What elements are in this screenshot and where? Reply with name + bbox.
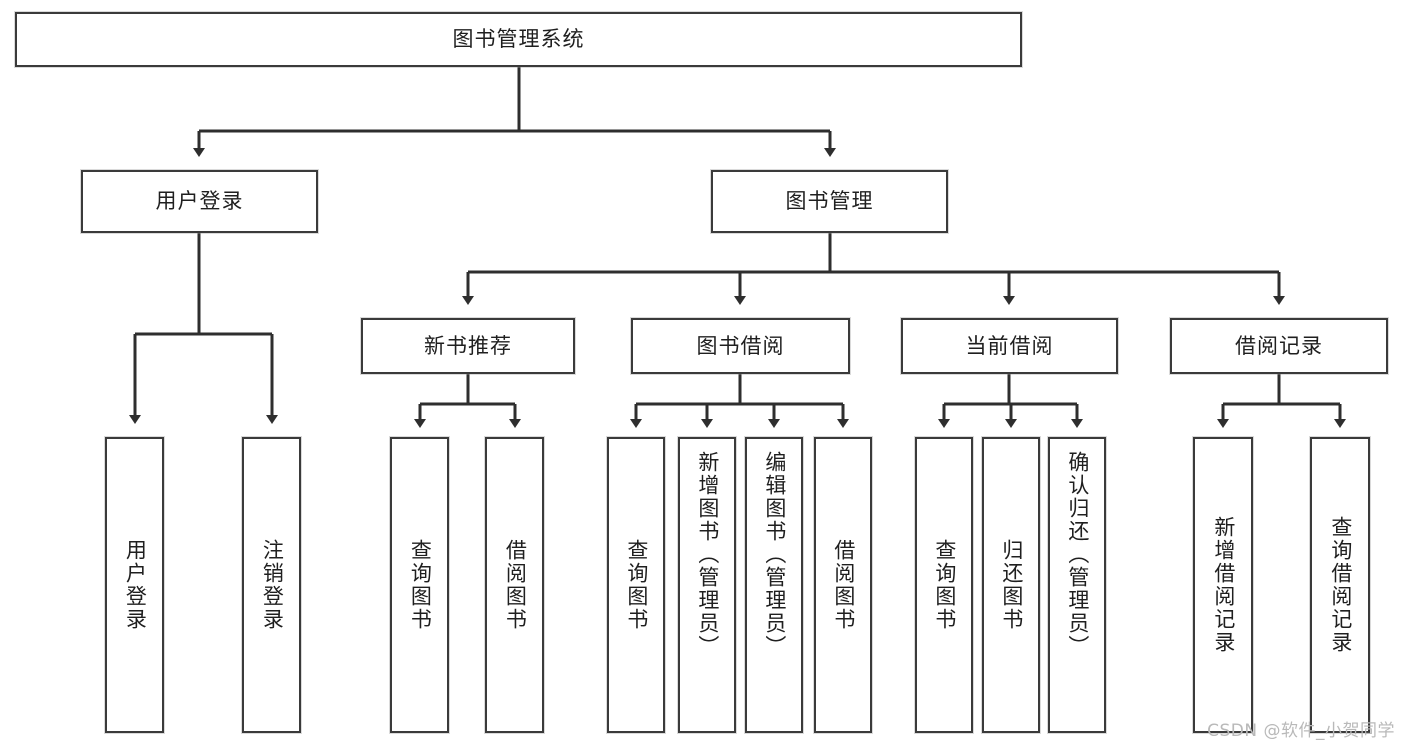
node-leaf-confirm-return-label: 确认归还（管理员） [1065,451,1090,658]
node-borrow-record-label: 借阅记录 [1235,333,1323,358]
node-user-login[interactable]: 用户登录 [81,170,318,233]
node-leaf-return-book-label: 归还图书 [999,539,1024,631]
node-root[interactable]: 图书管理系统 [15,12,1022,67]
node-leaf-query-book-3[interactable]: 查询图书 [915,437,973,733]
node-leaf-query-record[interactable]: 查询借阅记录 [1310,437,1370,733]
node-leaf-add-book-label: 新增图书（管理员） [695,451,720,658]
watermark-text: CSDN @软件_小贺同学 [1207,721,1395,741]
node-new-book-rec[interactable]: 新书推荐 [361,318,575,374]
node-leaf-logout-login-label: 注销登录 [260,539,285,631]
node-leaf-return-book[interactable]: 归还图书 [982,437,1040,733]
node-leaf-add-book[interactable]: 新增图书（管理员） [678,437,736,733]
node-new-book-rec-label: 新书推荐 [424,333,512,358]
node-leaf-edit-book-label: 编辑图书（管理员） [762,451,787,658]
node-borrow-record[interactable]: 借阅记录 [1170,318,1388,374]
node-book-borrow-label: 图书借阅 [696,333,785,358]
node-leaf-logout-login[interactable]: 注销登录 [242,437,301,733]
node-leaf-query-book-3-label: 查询图书 [932,539,957,631]
node-leaf-query-book-2-label: 查询图书 [624,539,649,631]
node-current-borrow[interactable]: 当前借阅 [901,318,1118,374]
node-root-label: 图书管理系统 [452,27,585,52]
node-leaf-query-book-1-label: 查询图书 [408,539,433,631]
node-leaf-borrow-book-2[interactable]: 借阅图书 [814,437,872,733]
node-leaf-confirm-return[interactable]: 确认归还（管理员） [1048,437,1106,733]
node-leaf-add-record[interactable]: 新增借阅记录 [1193,437,1253,733]
node-leaf-user-login[interactable]: 用户登录 [105,437,164,733]
node-book-manage[interactable]: 图书管理 [711,170,948,233]
node-user-login-label: 用户登录 [155,189,244,214]
node-leaf-add-record-label: 新增借阅记录 [1211,516,1236,654]
node-leaf-borrow-book-1[interactable]: 借阅图书 [485,437,544,733]
node-book-borrow[interactable]: 图书借阅 [631,318,850,374]
node-leaf-user-login-label: 用户登录 [123,539,148,631]
node-leaf-borrow-book-1-label: 借阅图书 [503,539,528,631]
node-leaf-query-book-2[interactable]: 查询图书 [607,437,665,733]
node-leaf-edit-book[interactable]: 编辑图书（管理员） [745,437,803,733]
node-current-borrow-label: 当前借阅 [965,333,1054,358]
node-leaf-query-book-1[interactable]: 查询图书 [390,437,449,733]
node-book-manage-label: 图书管理 [785,189,874,214]
node-leaf-query-record-label: 查询借阅记录 [1328,516,1353,654]
node-leaf-borrow-book-2-label: 借阅图书 [831,539,856,631]
